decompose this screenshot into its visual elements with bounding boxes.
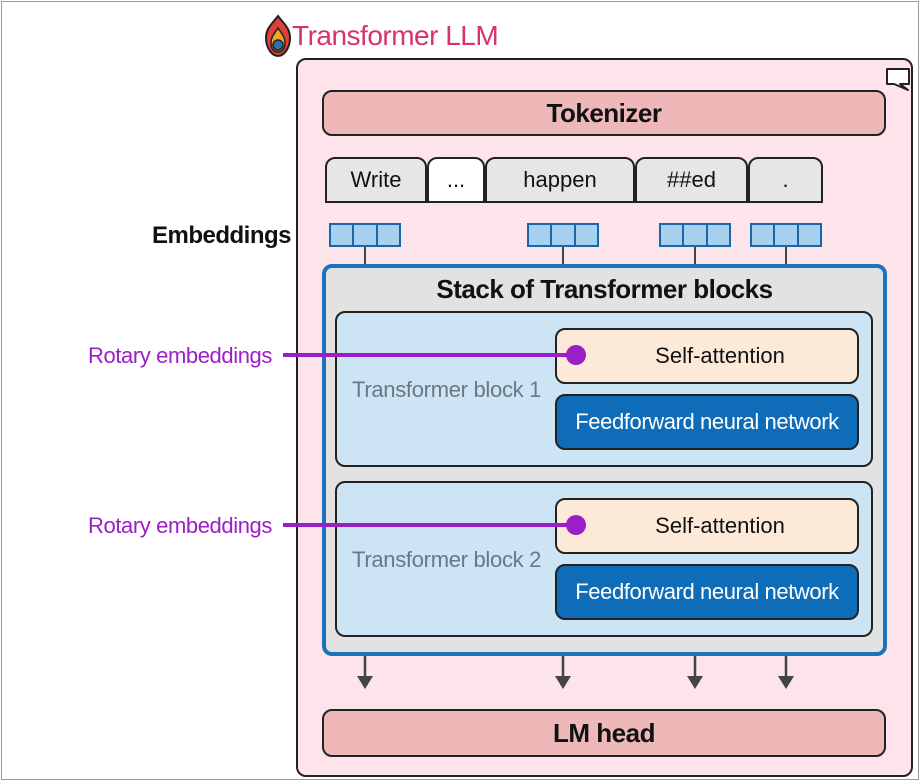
down-arrow-icon	[357, 656, 373, 689]
embeddings-label: Embeddings	[152, 222, 292, 249]
down-arrow-icon	[555, 656, 571, 689]
token-period: .	[748, 157, 823, 203]
token-happen: happen	[485, 157, 635, 203]
embedding-vector	[659, 223, 731, 247]
down-arrow-icon	[778, 656, 794, 689]
rotary-dot	[566, 345, 586, 365]
token-ed: ##ed	[635, 157, 748, 203]
self-attention-box: Self-attention	[555, 328, 859, 384]
connector-line	[364, 247, 366, 265]
rotary-embeddings-label: Rotary embeddings	[88, 343, 272, 368]
block-label: Transformer block 2	[352, 547, 542, 572]
diagram-title: Transformer LLM	[292, 20, 499, 51]
flame-logo-icon	[264, 14, 292, 58]
stack-title: Stack of Transformer blocks	[436, 274, 773, 304]
block-label: Transformer block 1	[352, 377, 542, 402]
connector-line	[694, 247, 696, 265]
embedding-vector	[527, 223, 599, 247]
connector-line	[785, 247, 787, 265]
token-write: Write	[325, 157, 427, 203]
rotary-embeddings-label: Rotary embeddings	[88, 513, 272, 538]
token-ellipsis: ...	[427, 157, 485, 203]
rotary-connector	[283, 353, 579, 357]
embedding-vector	[750, 223, 822, 247]
feedforward-box: Feedforward neural network	[555, 394, 859, 450]
speech-bubble-icon[interactable]	[884, 66, 912, 92]
embedding-vector	[329, 223, 401, 247]
rotary-dot	[566, 515, 586, 535]
self-attention-box: Self-attention	[555, 498, 859, 554]
down-arrow-icon	[687, 656, 703, 689]
rotary-connector	[283, 523, 579, 527]
feedforward-box: Feedforward neural network	[555, 564, 859, 620]
tokenizer-box: Tokenizer	[322, 90, 886, 136]
connector-line	[562, 247, 564, 265]
lm-head-box: LM head	[322, 709, 886, 757]
